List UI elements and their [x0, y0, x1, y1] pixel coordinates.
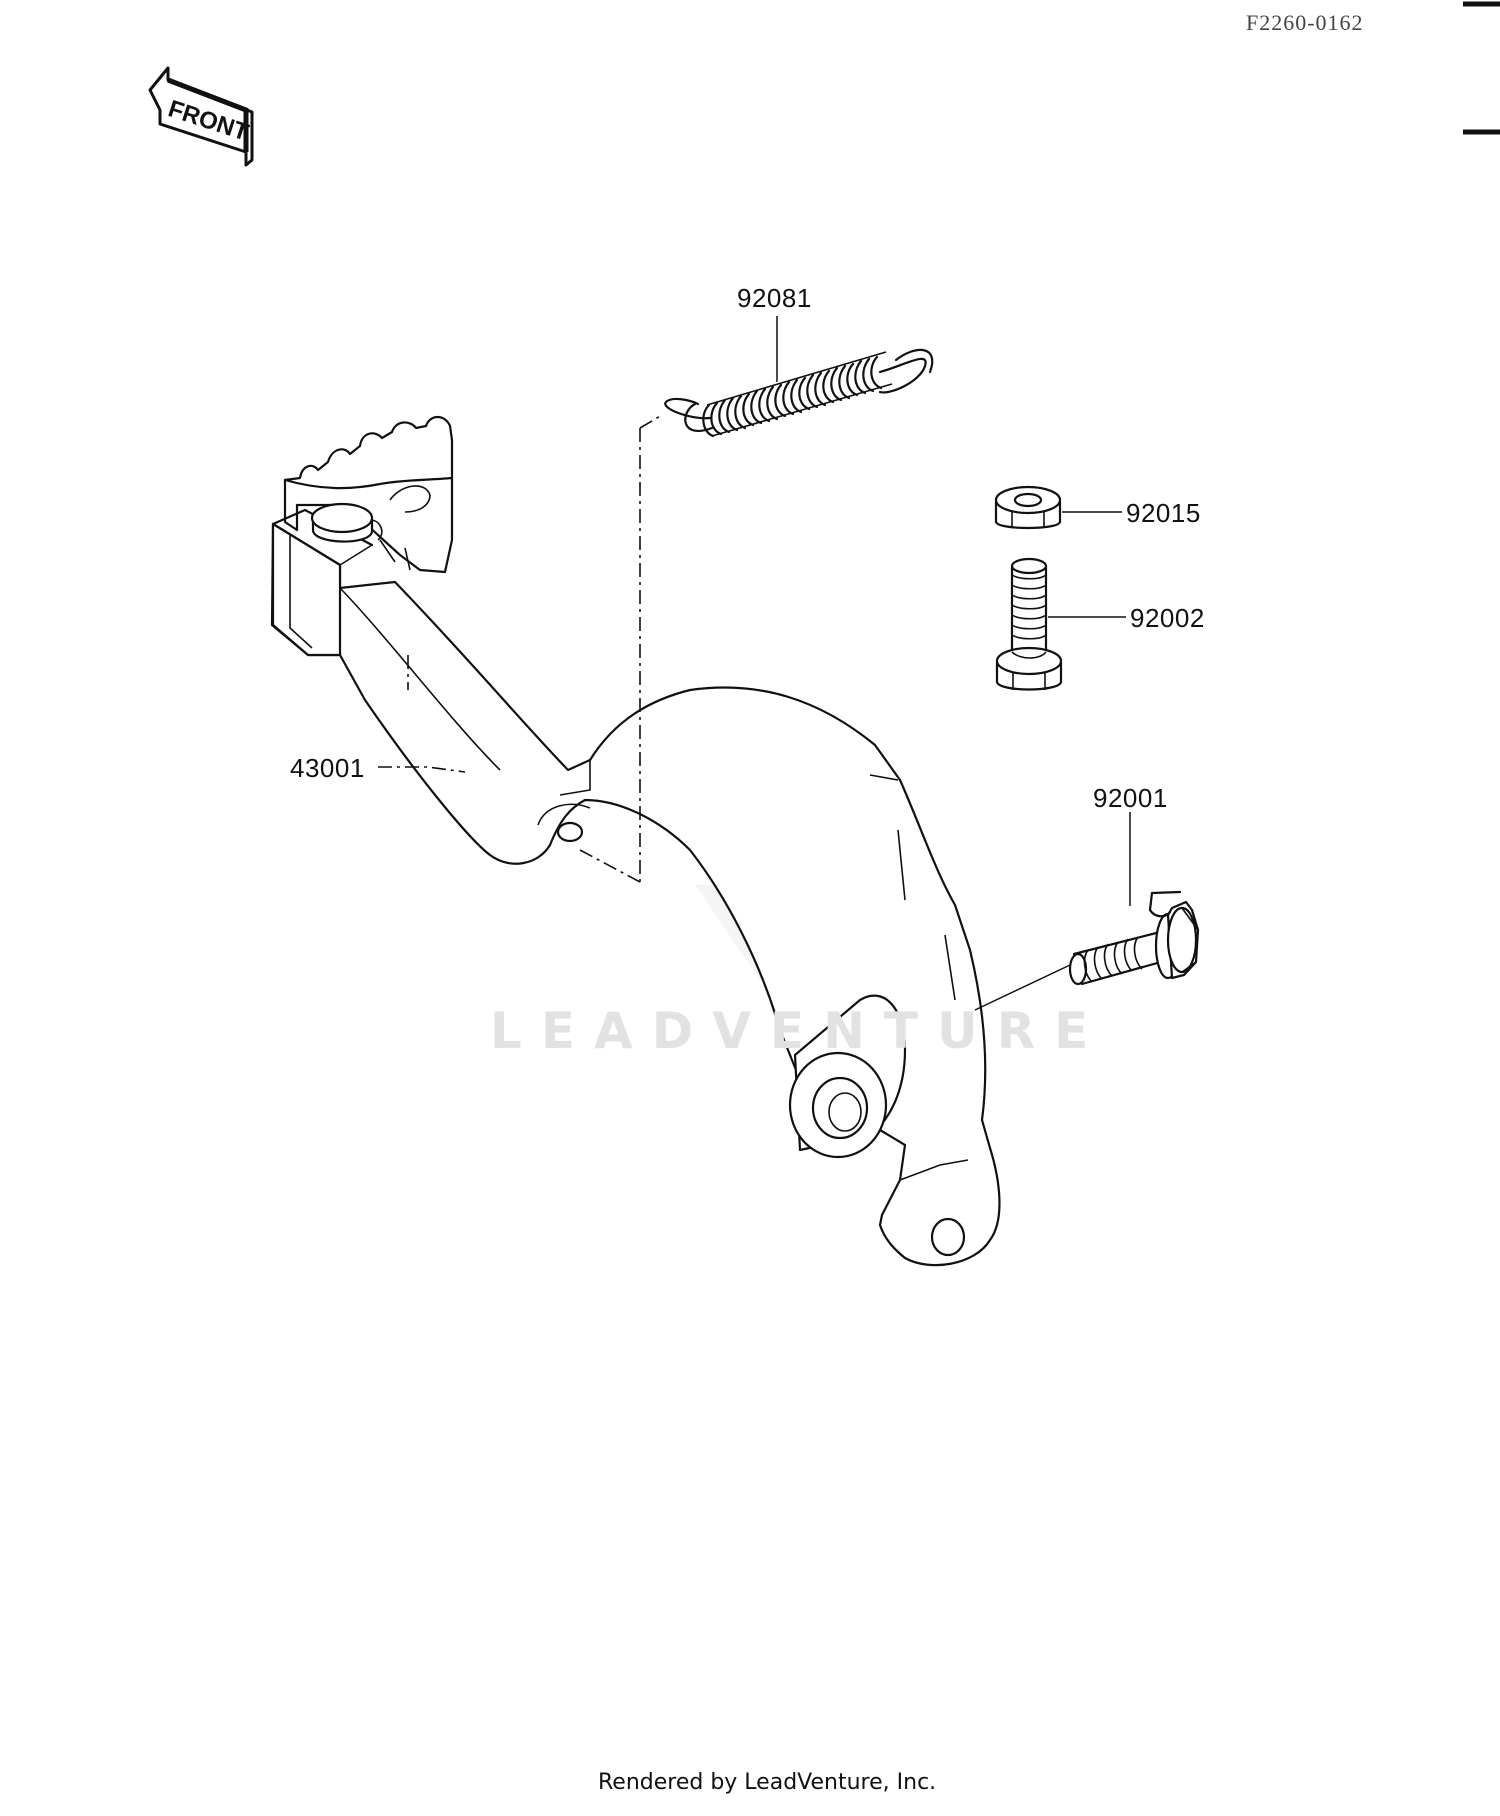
watermark-text: LEADVENTURE: [490, 1002, 1108, 1060]
part-number-pivot-bolt: 92001: [1093, 783, 1168, 813]
leader-92001-ext: [974, 964, 1071, 1011]
part-number-nut: 92015: [1126, 498, 1201, 528]
front-arrow-icon: FRONT: [148, 66, 254, 167]
leader-lines: [378, 316, 1131, 1011]
spring: [579, 348, 934, 883]
registration-marks: [1463, 1, 1500, 135]
render-credit: Rendered by LeadVenture, Inc.: [598, 1770, 937, 1795]
spring-coils: [702, 355, 883, 438]
nut: [994, 485, 1062, 530]
part-number-stop-bolt: 92002: [1130, 603, 1205, 633]
pivot-bolt-threads: [1083, 936, 1143, 983]
leader-43001: [378, 766, 466, 773]
part-number-pedal: 43001: [290, 753, 365, 783]
bolt-threads: [1011, 574, 1047, 640]
brake-pedal: [270, 415, 1001, 1267]
diagram-id: F2260-0162: [1246, 10, 1364, 35]
part-number-spring: 92081: [737, 283, 812, 313]
pivot-bolt: [1068, 890, 1200, 986]
stop-bolt: [995, 557, 1063, 691]
